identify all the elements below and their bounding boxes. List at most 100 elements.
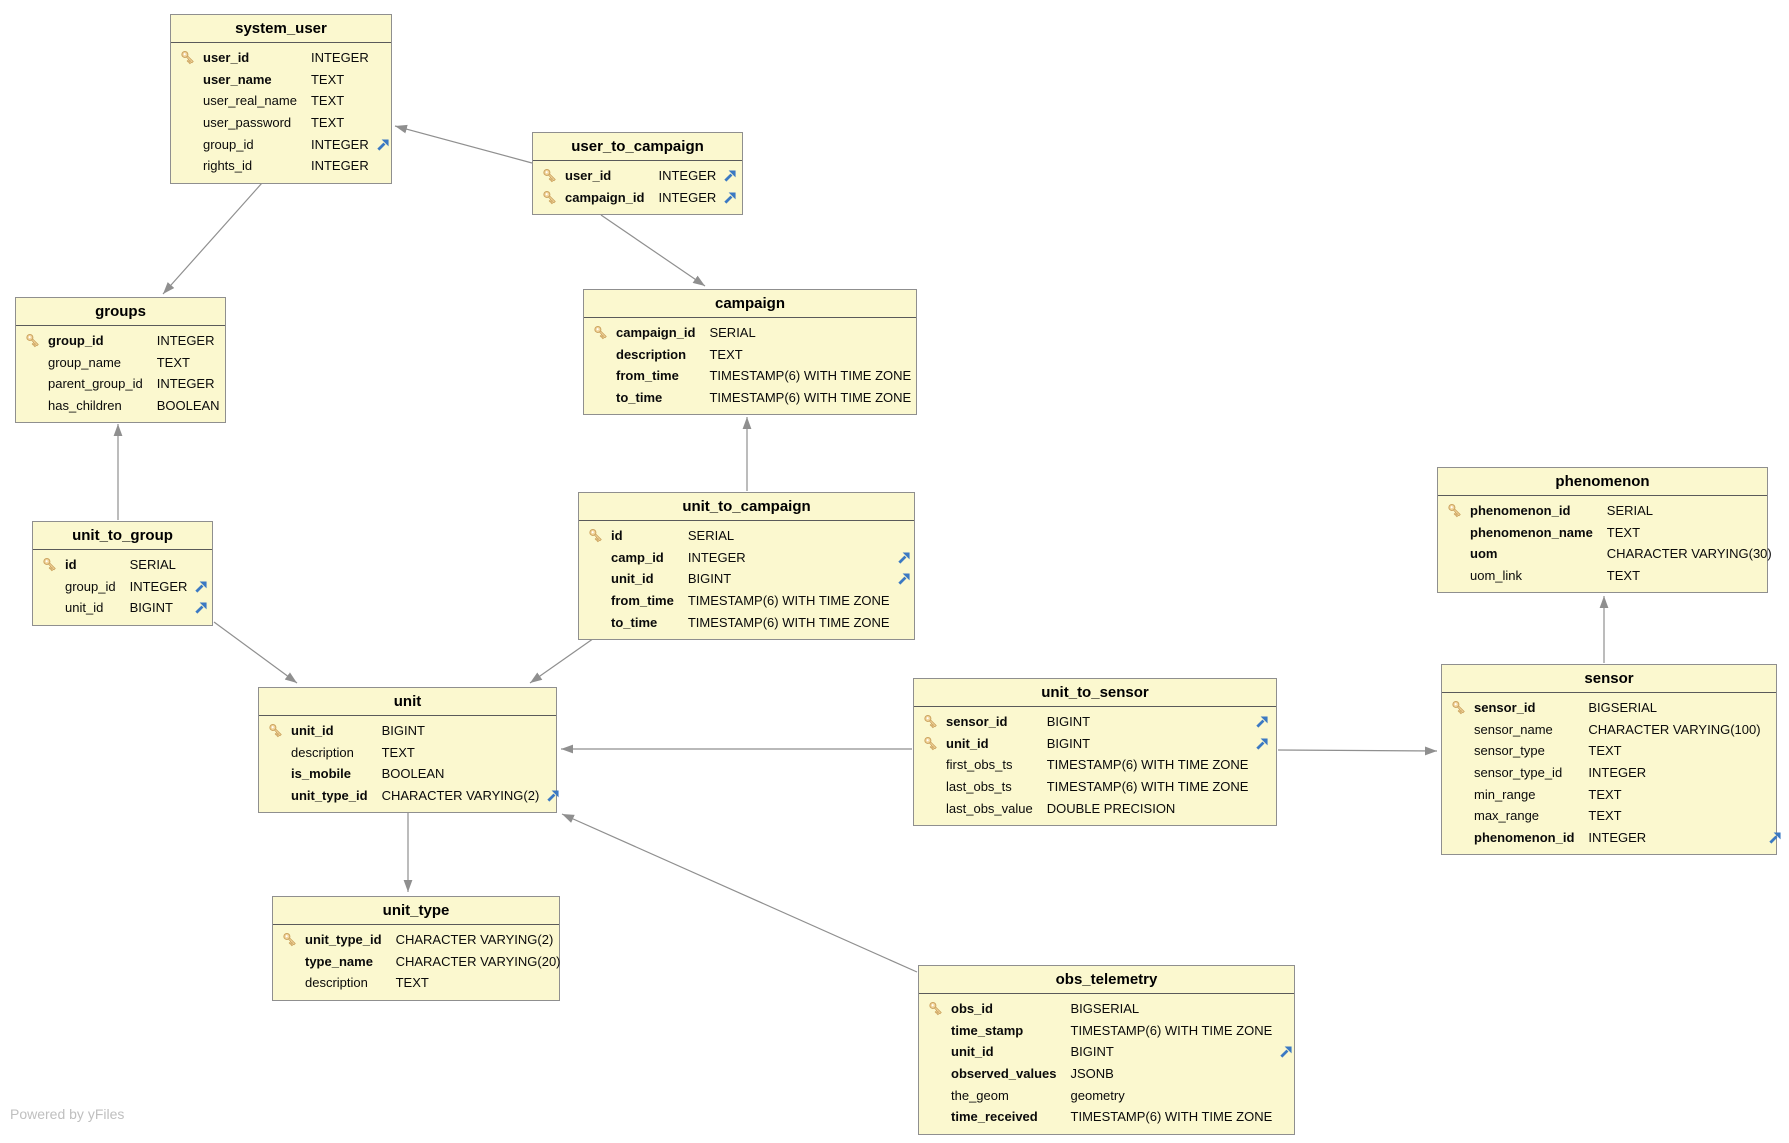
field-name-description: description <box>291 744 354 760</box>
primary-key-icon <box>590 324 616 341</box>
foreign-key-arrow-icon <box>716 168 740 183</box>
primary-key-icon <box>920 735 946 752</box>
field-name-group_name: group_name <box>48 354 121 370</box>
field-name-time_received: time_received <box>951 1109 1038 1125</box>
field-type: INTEGER <box>1588 829 1647 845</box>
table-title-obs_telemetry: obs_telemetry <box>919 966 1294 994</box>
field-name-user_real_name: user_real_name <box>203 93 297 109</box>
field-name-id: id <box>65 557 77 573</box>
field-type: SERIAL <box>1606 503 1654 519</box>
foreign-key-arrow-icon <box>1272 1044 1296 1059</box>
field-name-group_id: group_id <box>203 136 254 152</box>
field-name-phenomenon_id: phenomenon_id <box>1470 503 1571 519</box>
table-title-user_to_campaign: user_to_campaign <box>533 133 742 161</box>
foreign-key-arrow-icon <box>1761 830 1785 845</box>
primary-key-icon <box>539 189 565 206</box>
field-type: INTEGER <box>156 333 215 349</box>
field-name-from_time: from_time <box>611 593 674 609</box>
primary-key-icon <box>22 332 48 349</box>
field-type: INTEGER <box>658 168 717 184</box>
field-name-user_id: user_id <box>565 168 612 184</box>
foreign-key-arrow-icon <box>890 550 914 565</box>
field-type: TEXT <box>1606 524 1641 540</box>
field-type: INTEGER <box>658 189 717 205</box>
field-name-to_time: to_time <box>616 390 663 406</box>
table-title-unit_to_campaign: unit_to_campaign <box>579 493 914 521</box>
edge-obs_telemetry-to-unit <box>561 813 918 973</box>
edge-unit_to_group-to-unit <box>213 621 298 684</box>
edge-system_user-to-groups <box>162 182 263 295</box>
field-name-sensor_type_id: sensor_type_id <box>1474 765 1563 781</box>
field-type: BOOLEAN <box>381 766 445 782</box>
field-type: TEXT <box>395 975 429 991</box>
field-name-campaign_id: campaign_id <box>616 325 696 341</box>
field-name-to_time: to_time <box>611 614 658 630</box>
powered-by-yfiles-link[interactable]: Powered by yFiles <box>10 1106 125 1122</box>
field-type: geometry <box>1070 1087 1125 1103</box>
field-name-unit_id: unit_id <box>946 735 989 751</box>
table-title-sensor: sensor <box>1442 665 1776 693</box>
field-name-sensor_id: sensor_id <box>946 714 1008 730</box>
field-name-unit_type_id: unit_type_id <box>305 932 382 948</box>
field-type: TEXT <box>1588 808 1622 824</box>
primary-key-icon <box>1448 699 1474 716</box>
field-type: CHARACTER VARYING(2) <box>395 932 554 948</box>
field-name-unit_id: unit_id <box>951 1044 994 1060</box>
field-name-type_name: type_name <box>305 953 373 969</box>
field-name-id: id <box>611 528 623 544</box>
field-name-unit_id: unit_id <box>291 723 334 739</box>
foreign-key-arrow-icon <box>1248 714 1272 729</box>
table-title-campaign: campaign <box>584 290 916 318</box>
field-type: SERIAL <box>709 325 756 341</box>
field-type: INTEGER <box>310 158 369 174</box>
foreign-key-arrow-icon <box>539 788 563 803</box>
field-type: TIMESTAMP(6) WITH TIME ZONE <box>1070 1022 1273 1038</box>
edge-unit_to_campaign-to-unit <box>529 635 598 684</box>
field-type: TIMESTAMP(6) WITH TIME ZONE <box>687 614 890 630</box>
field-type: CHARACTER VARYING(100) <box>1588 721 1761 737</box>
field-type: BIGINT <box>687 571 732 587</box>
field-name-camp_id: camp_id <box>611 549 664 565</box>
foreign-key-arrow-icon <box>369 137 393 152</box>
primary-key-icon <box>1444 502 1470 519</box>
field-name-is_mobile: is_mobile <box>291 766 351 782</box>
field-type: BIGSERIAL <box>1070 1001 1140 1017</box>
field-name-sensor_name: sensor_name <box>1474 721 1553 737</box>
field-name-user_id: user_id <box>203 50 250 66</box>
field-type: TIMESTAMP(6) WITH TIME ZONE <box>709 390 912 406</box>
field-type: DOUBLE PRECISION <box>1046 800 1176 816</box>
field-type: TEXT <box>1606 568 1641 584</box>
primary-key-icon <box>920 713 946 730</box>
primary-key-icon <box>39 556 65 573</box>
field-name-sensor_id: sensor_id <box>1474 700 1536 716</box>
primary-key-icon <box>177 49 203 66</box>
field-type: TEXT <box>310 115 345 131</box>
field-type: INTEGER <box>1588 765 1647 781</box>
primary-key-icon <box>279 931 305 948</box>
field-name-user_password: user_password <box>203 115 292 131</box>
field-name-description: description <box>305 975 368 991</box>
field-type: BIGINT <box>1070 1044 1114 1060</box>
table-title-system_user: system_user <box>171 15 391 43</box>
field-type: BIGINT <box>129 600 173 616</box>
